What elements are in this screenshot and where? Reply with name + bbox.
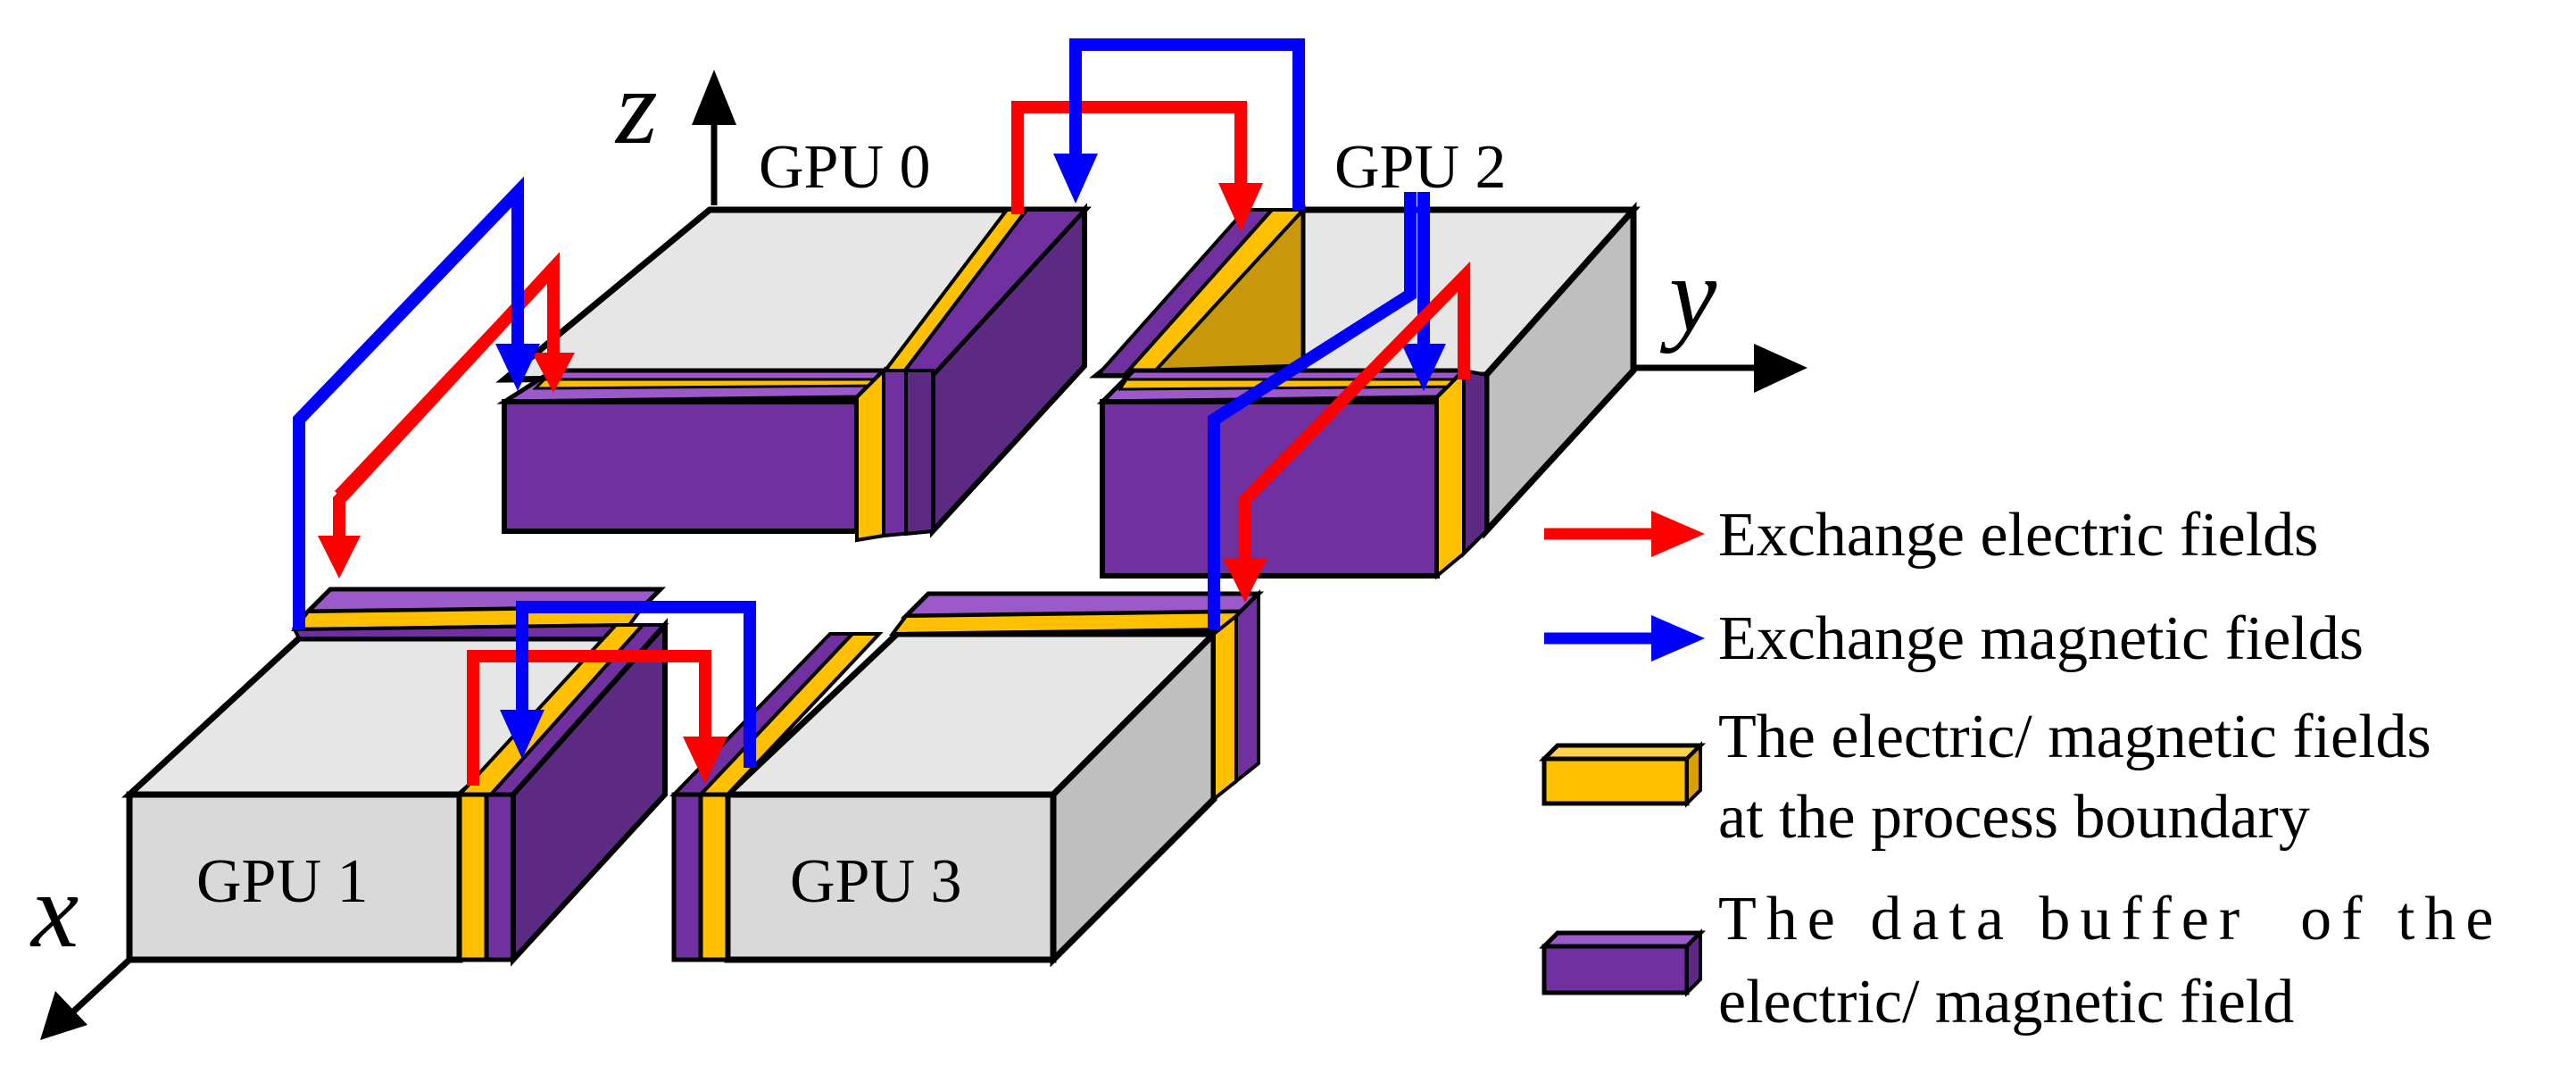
legend-label-buffer-line1: The data buffer of the: [1718, 885, 2503, 953]
gpu1-label: GPU 1: [196, 847, 369, 916]
gpu1-right-side-buffer: [511, 618, 668, 967]
gpu2-front-buffer-face: [1100, 399, 1440, 579]
legend-label-buffer-line2: electric/ magnetic field: [1718, 968, 2294, 1037]
legend-label-boundary-line2: at the process boundary: [1718, 783, 2310, 852]
gpu0-block: [495, 203, 1092, 543]
gpu3-block: [669, 589, 1265, 968]
gpu1-back-buffer-strip: [291, 622, 633, 640]
axis-x: [40, 957, 132, 1040]
axis-x-label: x: [29, 851, 79, 970]
gpu1-right-front-boundary: [457, 792, 489, 962]
legend-label-boundary-line1: The electric/ magnetic fields: [1718, 703, 2431, 771]
exchange-arrow-electric-gpu0-gpu2: [1011, 101, 1263, 232]
gpu0-front-boundary-top: [532, 378, 893, 390]
gpu3-left-front-boundary: [698, 792, 730, 962]
axis-z-label: z: [614, 47, 658, 166]
exchange-arrow-magnetic-gpu3-gpu1: [500, 601, 756, 768]
gpu2-front-right-buffer: [1462, 368, 1488, 558]
gpu3-front-face: [724, 791, 1057, 963]
legend-item-magnetic: [1544, 615, 1705, 662]
axis-y: [1633, 344, 1807, 393]
exchange-arrow-magnetic-gpu1-gpu0: [293, 176, 540, 629]
exchange-arrow-magnetic-gpu2-gpu3: [1208, 192, 1417, 629]
axis-y-label: y: [1659, 235, 1717, 354]
gpu3-right-back-buffer: [1234, 589, 1260, 786]
legend-swatch-boundary: [1538, 741, 1707, 808]
gpu3-label: GPU 3: [790, 847, 962, 916]
gpu2-block: [1089, 201, 1641, 580]
gpu0-front-right-boundary: [855, 366, 885, 543]
exchange-arrow-electric-gpu1-gpu3: [467, 650, 727, 786]
gpu3-left-front-buffer: [671, 792, 703, 962]
gpu3-right-back-boundary: [1212, 612, 1238, 803]
legend-item-electric: [1544, 511, 1705, 557]
gpu1-block: [121, 587, 669, 967]
gpu0-label: GPU 0: [759, 133, 931, 202]
gpu1-right-front-buffer: [484, 792, 516, 962]
gpu1-front-face: [126, 791, 463, 963]
legend-label-magnetic: Exchange magnetic fields: [1718, 604, 2364, 673]
gpu3-back-boundary-strip: [888, 609, 1245, 637]
legend-label-electric: Exchange electric fields: [1718, 501, 2318, 570]
exchange-arrow-electric-gpu0-to-gpu1: [318, 321, 505, 579]
axis-z: [692, 70, 736, 205]
exchange-arrow-magnetic-gpu2-gpu0: [1053, 38, 1305, 210]
gpu0-front-buffer-face: [502, 399, 860, 534]
gpu2-label: GPU 2: [1334, 133, 1507, 202]
legend-swatch-buffer: [1538, 928, 1707, 997]
exchange-arrow-electric-gpu2-gpu3: [1223, 261, 1470, 603]
gpu0-front-right-buffer-dark: [904, 369, 935, 537]
gpu2-front-right-boundary: [1435, 366, 1466, 580]
legend: Exchange electric fields Exchange magnet…: [1538, 501, 2503, 1037]
